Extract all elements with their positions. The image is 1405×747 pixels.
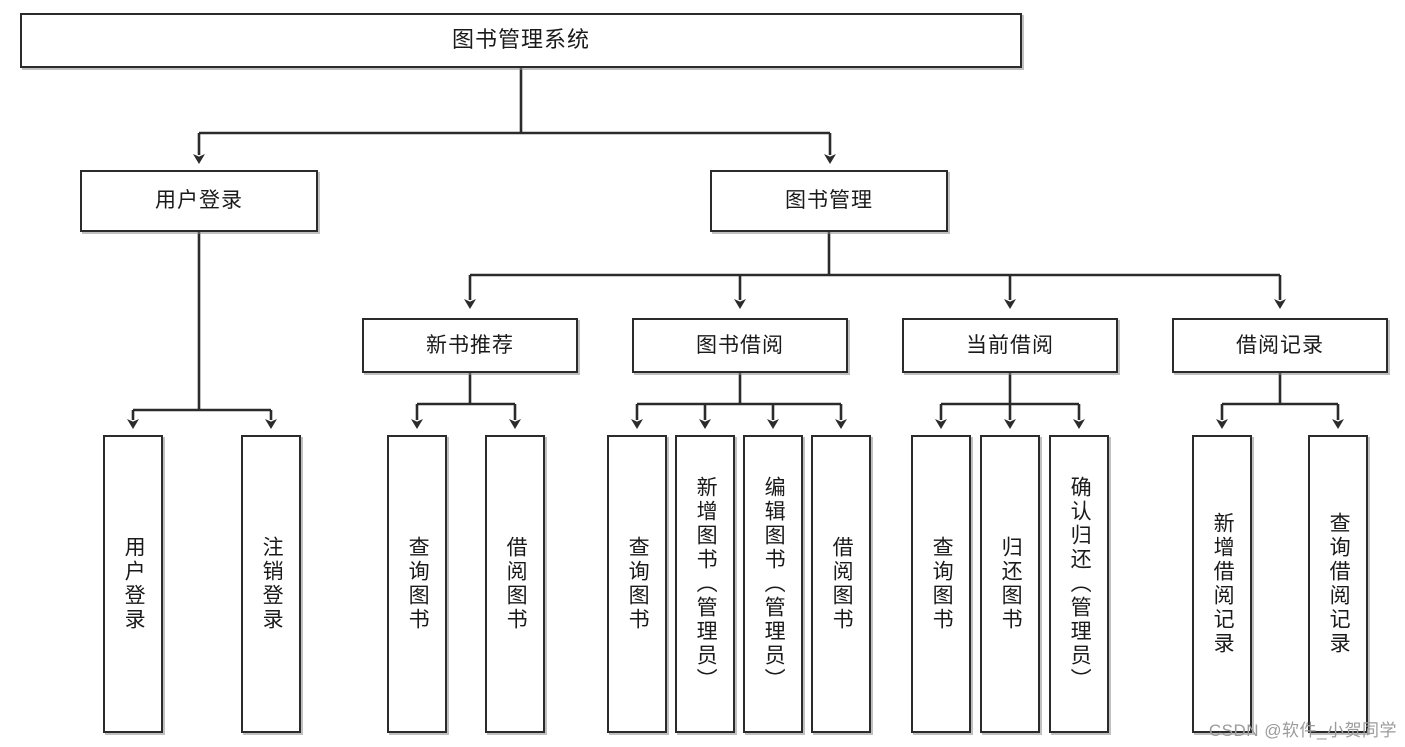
node-leaf-query-book-2-label: 查询图书 xyxy=(626,536,650,632)
node-leaf-query-record[interactable]: 查询借阅记录 xyxy=(1308,435,1368,733)
node-leaf-confirm-return-label: 确认归还（管理员） xyxy=(1068,476,1092,692)
node-leaf-return-book-label: 归还图书 xyxy=(999,536,1023,632)
node-leaf-edit-book-label: 编辑图书（管理员） xyxy=(762,476,786,692)
node-leaf-borrow-book-1-label: 借阅图书 xyxy=(504,536,528,632)
node-leaf-add-book-label: 新增图书（管理员） xyxy=(694,476,718,692)
node-user-login-label: 用户登录 xyxy=(155,189,243,213)
node-root-label: 图书管理系统 xyxy=(451,27,590,53)
watermark: CSDN @软件_小贺同学 xyxy=(1208,721,1397,740)
node-book-borrow[interactable]: 图书借阅 xyxy=(632,318,848,373)
node-leaf-query-record-label: 查询借阅记录 xyxy=(1327,512,1351,656)
node-leaf-borrow-book-2-label: 借阅图书 xyxy=(830,536,854,632)
node-leaf-user-login[interactable]: 用户登录 xyxy=(103,435,163,733)
node-root[interactable]: 图书管理系统 xyxy=(20,13,1022,68)
node-borrow-record[interactable]: 借阅记录 xyxy=(1172,318,1388,373)
node-user-login[interactable]: 用户登录 xyxy=(80,170,318,232)
node-new-book-recommend[interactable]: 新书推荐 xyxy=(362,318,578,373)
node-leaf-add-book[interactable]: 新增图书（管理员） xyxy=(675,435,735,733)
node-leaf-edit-book[interactable]: 编辑图书（管理员） xyxy=(743,435,803,733)
node-current-borrow-label: 当前借阅 xyxy=(966,333,1054,357)
node-leaf-logout-label: 注销登录 xyxy=(260,536,284,632)
node-leaf-query-book-2[interactable]: 查询图书 xyxy=(607,435,667,733)
node-leaf-return-book[interactable]: 归还图书 xyxy=(980,435,1040,733)
node-leaf-logout[interactable]: 注销登录 xyxy=(241,435,301,733)
node-leaf-query-book-1-label: 查询图书 xyxy=(406,536,430,632)
node-leaf-add-record-label: 新增借阅记录 xyxy=(1211,512,1235,656)
node-new-book-recommend-label: 新书推荐 xyxy=(426,333,514,357)
node-leaf-borrow-book-2[interactable]: 借阅图书 xyxy=(811,435,871,733)
node-leaf-query-book-1[interactable]: 查询图书 xyxy=(387,435,447,733)
node-leaf-user-login-label: 用户登录 xyxy=(122,536,146,632)
node-borrow-record-label: 借阅记录 xyxy=(1236,333,1324,357)
node-book-management-label: 图书管理 xyxy=(785,189,873,213)
node-current-borrow[interactable]: 当前借阅 xyxy=(902,318,1118,373)
node-leaf-query-book-3-label: 查询图书 xyxy=(930,536,954,632)
node-leaf-query-book-3[interactable]: 查询图书 xyxy=(911,435,971,733)
node-book-management[interactable]: 图书管理 xyxy=(710,170,948,232)
node-leaf-borrow-book-1[interactable]: 借阅图书 xyxy=(485,435,545,733)
node-leaf-confirm-return[interactable]: 确认归还（管理员） xyxy=(1049,435,1109,733)
node-book-borrow-label: 图书借阅 xyxy=(696,333,784,357)
node-leaf-add-record[interactable]: 新增借阅记录 xyxy=(1192,435,1252,733)
